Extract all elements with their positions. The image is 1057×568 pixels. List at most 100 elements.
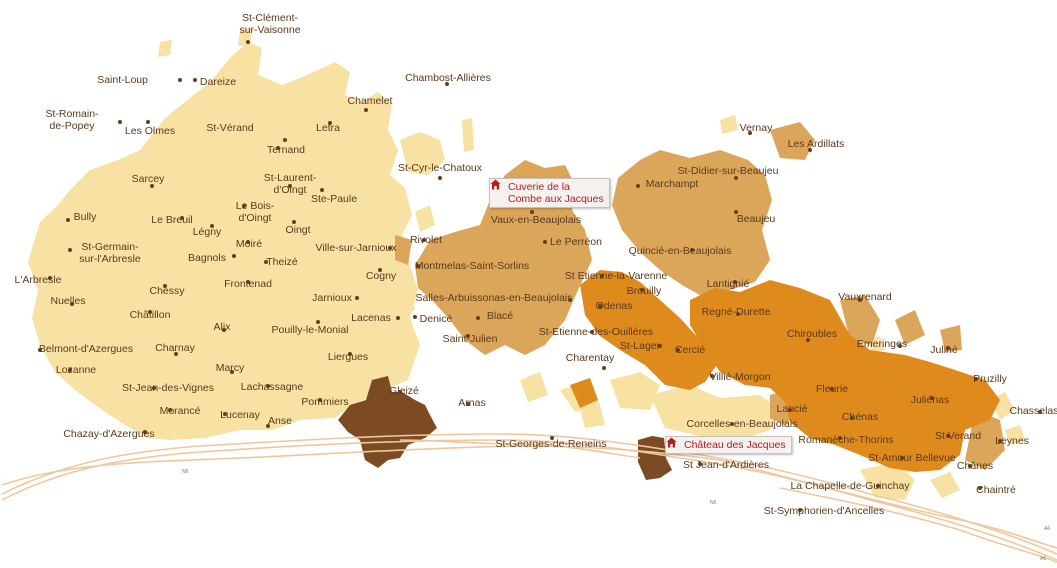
place-label[interactable]: St-Georges-de-Reneins bbox=[495, 438, 607, 450]
place-label[interactable]: Regné-Durette bbox=[701, 306, 771, 318]
place-label[interactable]: St-Symphorien-d'Ancelles bbox=[763, 505, 885, 517]
place-label[interactable]: Gleizé bbox=[389, 385, 419, 397]
place-label[interactable]: Denicé bbox=[419, 313, 453, 325]
place-label[interactable]: Saint-Julien bbox=[442, 333, 498, 345]
place-label[interactable]: Romanèche-Thorins bbox=[798, 434, 894, 446]
place-label[interactable]: Châtillon bbox=[129, 309, 171, 321]
place-label[interactable]: St-Amour Bellevue bbox=[868, 452, 956, 464]
place-label[interactable]: L'Arbresle bbox=[14, 274, 62, 286]
place-label[interactable]: Chasselas bbox=[1009, 405, 1057, 417]
place-label[interactable]: Lachassagne bbox=[240, 381, 304, 393]
chateau-callout[interactable]: Château des Jacques bbox=[665, 436, 792, 454]
place-label[interactable]: St-Romain- de-Popey bbox=[45, 108, 99, 132]
place-label[interactable]: Nuelles bbox=[50, 295, 86, 307]
place-label[interactable]: St Verand bbox=[934, 430, 982, 442]
place-label[interactable]: St-Lager bbox=[619, 340, 661, 352]
place-label[interactable]: Odenas bbox=[595, 300, 633, 312]
place-label[interactable]: St-Cyr-le-Chatoux bbox=[397, 162, 483, 174]
place-label[interactable]: Sarcey bbox=[131, 173, 165, 185]
place-label[interactable]: Lantignié bbox=[706, 278, 750, 290]
place-label[interactable]: Montmelas-Saint-Sorlins bbox=[414, 260, 530, 272]
place-label[interactable]: Vauxrenard bbox=[838, 291, 892, 303]
place-label[interactable]: Les Ardillats bbox=[787, 138, 845, 150]
place-label[interactable]: Jarnioux bbox=[312, 292, 352, 304]
place-label[interactable]: Chazay-d'Azergues bbox=[63, 428, 155, 440]
place-label[interactable]: Lozanne bbox=[55, 364, 97, 376]
place-label[interactable]: St-Laurent- d'Oingt bbox=[263, 172, 317, 196]
cuverie-callout[interactable]: Cuverie de la Combe aux Jacques bbox=[489, 178, 610, 208]
place-label[interactable]: Saint-Loup bbox=[97, 74, 148, 86]
place-label[interactable]: Lancié bbox=[776, 403, 808, 415]
place-label[interactable]: St Jean-d'Ardières bbox=[682, 459, 770, 471]
place-label[interactable]: Chessy bbox=[149, 285, 185, 297]
place-label[interactable]: Marcy bbox=[215, 362, 245, 374]
place-label[interactable]: St Etienne-la-Varenne bbox=[564, 270, 668, 282]
road-label: N6 bbox=[182, 469, 189, 475]
place-label[interactable]: Charentay bbox=[565, 352, 615, 364]
place-label[interactable]: St-Vérand bbox=[206, 122, 254, 134]
place-label[interactable]: Charnay bbox=[155, 342, 195, 354]
place-label[interactable]: Vaux-en-Beaujolais bbox=[490, 214, 582, 226]
place-label[interactable]: Fleurie bbox=[815, 383, 849, 395]
place-label[interactable]: St-Jean-des-Vignes bbox=[121, 382, 215, 394]
place-label[interactable]: Corcelles-en-Beaujolais bbox=[686, 418, 798, 430]
place-label[interactable]: La Chapelle-de-Guinchay bbox=[790, 480, 910, 492]
place-label[interactable]: Pouilly-le-Monial bbox=[271, 324, 349, 336]
place-label[interactable]: Pommiers bbox=[301, 396, 349, 408]
place-label[interactable]: Morancé bbox=[159, 405, 201, 417]
place-label[interactable]: St-Germain- sur-l'Arbresle bbox=[79, 241, 141, 265]
place-label[interactable]: Les Olmes bbox=[124, 125, 176, 137]
place-label[interactable]: St-Didier-sur-Beaujeu bbox=[677, 165, 779, 177]
place-label[interactable]: Arnas bbox=[458, 397, 486, 409]
place-label[interactable]: Chénas bbox=[841, 411, 879, 423]
place-label[interactable]: Emeringes bbox=[856, 338, 908, 350]
place-marker bbox=[733, 280, 737, 284]
place-marker bbox=[898, 344, 902, 348]
place-label[interactable]: Brouilly bbox=[626, 285, 662, 297]
place-label[interactable]: Belmont-d'Azergues bbox=[38, 343, 134, 355]
place-label[interactable]: Ville-sur-Jarnioux bbox=[315, 242, 397, 254]
place-label[interactable]: Frontenad bbox=[224, 278, 272, 290]
place-label[interactable]: Dareize bbox=[199, 76, 237, 88]
place-label[interactable]: Pruzilly bbox=[973, 373, 1007, 385]
place-label[interactable]: Cercié bbox=[674, 344, 706, 356]
place-label[interactable]: Blacé bbox=[486, 310, 514, 322]
place-label[interactable]: Le Breuil bbox=[151, 214, 193, 226]
place-marker bbox=[788, 408, 792, 412]
place-label[interactable]: Juliné bbox=[930, 344, 958, 356]
place-label[interactable]: Oingt bbox=[285, 224, 311, 236]
place-label[interactable]: Marchampt bbox=[645, 178, 699, 190]
place-label[interactable]: Letra bbox=[316, 122, 340, 134]
place-label[interactable]: Ste-Paule bbox=[310, 193, 358, 205]
place-label[interactable]: Cogny bbox=[365, 270, 397, 282]
place-label[interactable]: Theizé bbox=[266, 256, 298, 268]
place-label[interactable]: Le Bois- d'Oingt bbox=[235, 200, 275, 224]
place-label[interactable]: Beaujeu bbox=[736, 213, 776, 225]
place-label[interactable]: Bagnols bbox=[188, 252, 226, 264]
place-label[interactable]: St-Etienne-des-Ouillères bbox=[538, 326, 654, 338]
place-label[interactable]: Vernay bbox=[739, 122, 773, 134]
place-label[interactable]: Chaintré bbox=[976, 484, 1016, 496]
place-label[interactable]: Salles-Arbuissonas-en-Beaujolais bbox=[415, 292, 573, 304]
place-label[interactable]: Légny bbox=[192, 226, 222, 238]
place-label[interactable]: Juliénas bbox=[910, 394, 950, 406]
place-label[interactable]: Leynes bbox=[995, 435, 1029, 447]
place-label[interactable]: St-Clément- sur-Vaisonne bbox=[239, 12, 301, 36]
place-label[interactable]: Bully bbox=[73, 211, 97, 223]
place-label[interactable]: Lacenas bbox=[351, 312, 391, 324]
place-label[interactable]: Le Perréon bbox=[550, 236, 602, 248]
place-label[interactable]: Ternand bbox=[267, 144, 305, 156]
place-label[interactable]: Chambost-Allières bbox=[405, 72, 491, 84]
place-label[interactable]: Rivolet bbox=[409, 234, 443, 246]
place-label[interactable]: Villié-Morgon bbox=[709, 371, 771, 383]
place-label[interactable]: Anse bbox=[268, 415, 292, 427]
place-label[interactable]: Chiroubles bbox=[786, 328, 838, 340]
place-label[interactable]: Quincié-en-Beaujolais bbox=[628, 245, 732, 257]
place-label[interactable]: Alix bbox=[213, 321, 231, 333]
place-label[interactable]: Moiré bbox=[235, 238, 263, 250]
place-label[interactable]: Liergues bbox=[327, 351, 369, 363]
place-label[interactable]: Chamelet bbox=[347, 95, 393, 107]
place-label[interactable]: Lucenay bbox=[220, 409, 260, 421]
place-label[interactable]: Chânes bbox=[956, 460, 994, 472]
